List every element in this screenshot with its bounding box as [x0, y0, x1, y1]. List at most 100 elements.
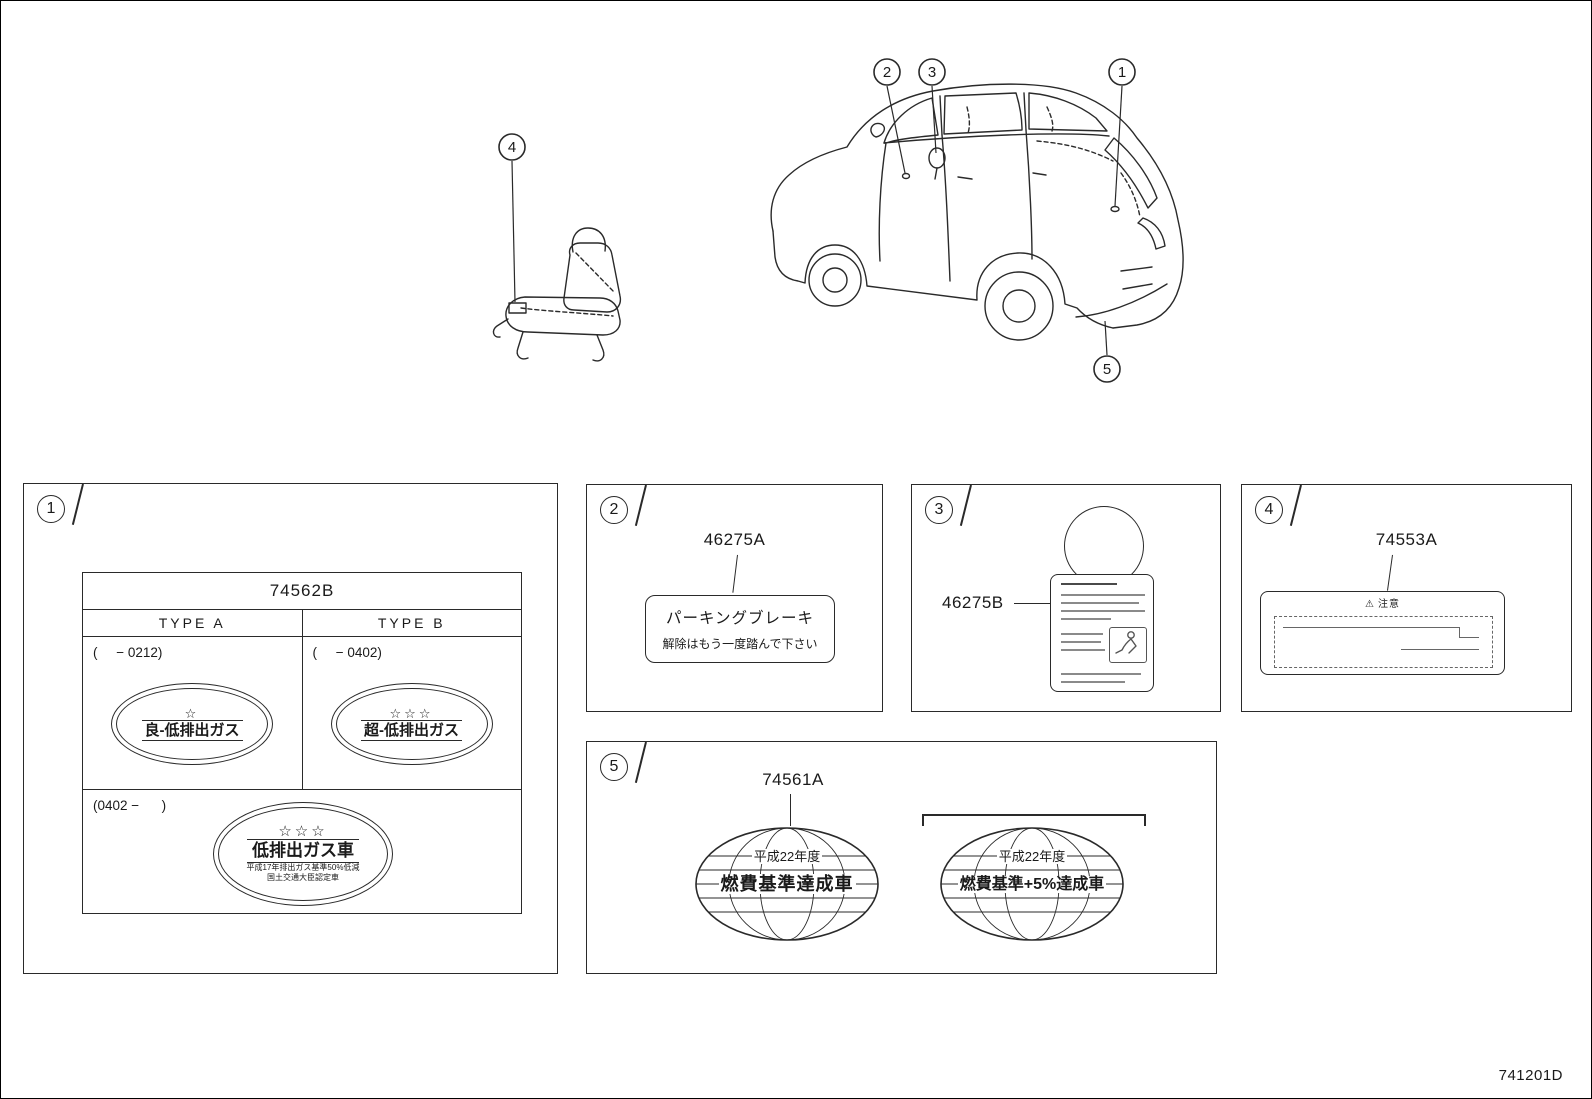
part-number-74562B[interactable]: 74562B — [83, 573, 521, 610]
tag-body — [1050, 574, 1154, 692]
label-panel-5: 5 74561A 平成22年度 燃費基準達成車 — [586, 741, 1217, 974]
panel-3-number-badge[interactable]: 3 — [925, 496, 953, 524]
callout-2-number[interactable]: 2 — [883, 64, 891, 81]
leader-line — [790, 794, 792, 826]
part-number-46275A[interactable]: 46275A — [703, 530, 766, 549]
seat-label-location — [508, 302, 527, 314]
callout-1[interactable]: 1 — [1108, 58, 1136, 86]
warning-icon: ⚠ — [1365, 599, 1375, 610]
caution-text-line — [1459, 627, 1461, 637]
tag-text-line — [1061, 673, 1141, 675]
label-panel-3: 3 46275B — [911, 484, 1221, 712]
panel-corner-tab — [1289, 484, 1302, 526]
badge-text: 低排出ガス車 — [246, 839, 360, 863]
label-location-mark-rear — [1110, 205, 1120, 213]
part-number-46275B[interactable]: 46275B — [942, 593, 1004, 612]
callout-3[interactable]: 3 — [918, 58, 946, 86]
interior-hidden-lines — [966, 106, 1141, 218]
brake-label-line2: 解除はもう一度踏んで下さい — [662, 637, 818, 651]
caution-text: 注意 — [1377, 599, 1400, 610]
brake-label-line1: パーキングブレーキ — [665, 610, 815, 627]
caution-text-line — [1283, 627, 1459, 629]
badge-year-text: 平成22年度 — [694, 846, 880, 865]
badge-main-label: 燃費基準達成車 — [718, 874, 856, 894]
seat-drawing — [492, 227, 622, 362]
badge-year-label: 平成22年度 — [996, 849, 1068, 864]
badge-text: 超-低排出ガス — [361, 719, 462, 742]
badge-subtext-1: 平成17年排出ガス基準50%低減 — [246, 862, 360, 872]
badge-text: 良-低排出ガス — [141, 719, 243, 742]
tag-text-line — [1061, 633, 1103, 635]
tag-text-line — [1061, 641, 1101, 643]
callout-3-number[interactable]: 3 — [928, 64, 936, 81]
drawing-number: 741201D — [1498, 1067, 1563, 1084]
tag-text-line — [1061, 610, 1145, 612]
tag-text-line — [1061, 602, 1139, 604]
fuel-economy-badge: 平成22年度 燃費基準達成車 — [694, 826, 880, 942]
badge-inner-ring — [116, 688, 268, 760]
caution-text-line — [1459, 637, 1479, 639]
vehicle-illustration: 4 2 3 1 5 — [492, 58, 1184, 383]
emission-badge-type-b: ☆☆☆ 超-低排出ガス — [330, 683, 493, 765]
post-0402-row: (0402 − ) ☆☆☆ 低排出ガス車 平成17年排出ガス基準50%低減 国土… — [83, 790, 521, 913]
badge-subtext-2: 国土交通大臣認定車 — [266, 873, 339, 883]
type-a-header: TYPE A — [83, 610, 303, 636]
type-a-cell: ( − 0212) ☆ 良-低排出ガス — [83, 637, 303, 789]
caution-label: ⚠注意 — [1260, 591, 1505, 675]
leader-line — [1386, 554, 1394, 591]
type-header-row: TYPE A TYPE B — [83, 610, 521, 637]
badge-content: ☆☆☆ 低排出ガス車 平成17年排出ガス基準50%低減 国土交通大臣認定車 — [246, 823, 360, 883]
badge-main-text: 燃費基準+5%達成車 — [939, 870, 1125, 894]
callout-leader-lines — [511, 85, 1123, 356]
callout-1-number[interactable]: 1 — [1118, 64, 1126, 81]
label-location-mark-dash — [901, 172, 911, 180]
leader-line — [732, 554, 739, 593]
callout-2[interactable]: 2 — [873, 58, 901, 86]
parking-brake-label: パーキングブレーキ 解除はもう一度踏んで下さい — [645, 595, 835, 663]
emission-badge-type-a: ☆ 良-低排出ガス — [111, 683, 273, 765]
caution-header: ⚠注意 — [1261, 595, 1504, 610]
label-panel-2: 2 46275A パーキングブレーキ 解除はもう一度踏んで下さい — [586, 484, 883, 712]
fuel-economy-plus5-badge: 平成22年度 燃費基準+5%達成車 — [939, 826, 1125, 942]
emission-label-table: 74562B TYPE A TYPE B ( − 0212) ☆ 良-低排出ガス — [82, 572, 522, 914]
label-panel-1: 1 74562B TYPE A TYPE B ( − 0212) ☆ 良-低排出… — [23, 483, 558, 974]
badge-content: ☆ 良-低排出ガス — [141, 705, 243, 742]
type-b-header: TYPE B — [377, 615, 446, 631]
star-rating-icon: ☆☆☆ — [389, 705, 434, 721]
hang-tag-label — [1050, 506, 1154, 692]
caution-content-box — [1274, 616, 1493, 668]
badge-main-label: 燃費基準+5%達成車 — [957, 876, 1107, 893]
label-panel-4: 4 74553A ⚠注意 — [1241, 484, 1572, 712]
type-b-cell: ( − 0402) ☆☆☆ 超-低排出ガス — [303, 637, 522, 789]
star-rating-icon: ☆ — [184, 705, 200, 721]
side-mirror — [870, 122, 886, 138]
leader-line — [1014, 603, 1050, 605]
callout-5-number[interactable]: 5 — [1103, 361, 1111, 378]
panel-5-number-badge[interactable]: 5 — [600, 753, 628, 781]
panel-corner-tab — [71, 483, 84, 525]
pedal-instruction-icon — [1109, 627, 1147, 663]
panel-1-number-badge[interactable]: 1 — [37, 495, 65, 523]
panel-corner-tab — [634, 741, 647, 783]
alternate-badge-bracket — [922, 814, 1146, 826]
panel-corner-tab — [634, 484, 647, 526]
star-rating-icon: ☆☆☆ — [278, 823, 328, 841]
panel-4-number-badge[interactable]: 4 — [1255, 496, 1283, 524]
car-drawing — [770, 83, 1184, 341]
badge-inner-ring — [218, 807, 388, 901]
badge-year-label: 平成22年度 — [751, 849, 823, 864]
callout-4-number[interactable]: 4 — [508, 139, 516, 156]
steering-wheel — [928, 147, 946, 169]
tag-text-line — [1061, 594, 1145, 596]
part-number-74553A[interactable]: 74553A — [1375, 530, 1438, 549]
type-badge-row: ( − 0212) ☆ 良-低排出ガス ( − 0402) — [83, 637, 521, 790]
part-number-74561A[interactable]: 74561A — [762, 770, 824, 789]
badge-content: ☆☆☆ 超-低排出ガス — [361, 705, 462, 742]
tag-text-line — [1061, 618, 1111, 620]
callout-4[interactable]: 4 — [498, 133, 526, 161]
type-a-date-range: ( − 0212) — [93, 645, 163, 660]
tag-title-line — [1061, 583, 1117, 586]
panel-2-number-badge[interactable]: 2 — [600, 496, 628, 524]
callout-5[interactable]: 5 — [1093, 355, 1121, 383]
